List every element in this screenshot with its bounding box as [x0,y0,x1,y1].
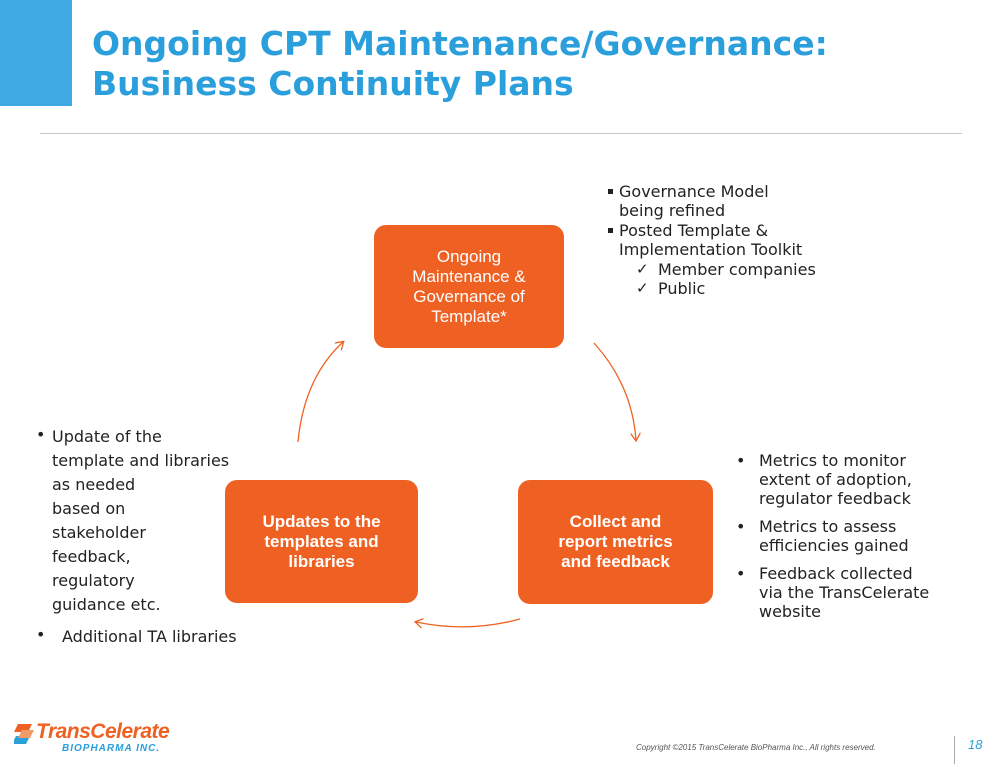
note-line: Governance Model [619,182,769,201]
note-line: via the TransCelerate [759,583,930,602]
governance-notes: Governance Model being refined Posted Te… [606,182,816,298]
slide-title: Ongoing CPT Maintenance/Governance: Busi… [92,24,972,104]
note-line: efficiencies gained [759,536,909,555]
metrics-note-item: Feedback collected via the TransCelerate… [736,564,986,621]
note-line: Feedback collected [759,564,913,583]
note-line: Member companies [658,260,816,279]
updates-note-item: Additional TA libraries [36,625,296,649]
note-line: feedback, [52,547,131,566]
updates-note-item: Update of the template and libraries as … [36,425,296,617]
note-line: Update of the [52,427,162,446]
governance-note-item: Governance Model being refined [606,182,816,220]
cycle-box-collect-metrics: Collect and report metrics and feedback [518,480,713,604]
metrics-notes: Metrics to monitor extent of adoption, r… [736,451,986,630]
note-line: Metrics to monitor [759,451,906,470]
note-line: being refined [619,201,726,220]
governance-note-item: Posted Template & Implementation Toolkit [606,221,816,259]
title-accent-bar [0,0,72,106]
footer-divider [954,736,955,764]
updates-notes: Update of the template and libraries as … [36,425,296,649]
title-divider [40,133,962,134]
note-line: stakeholder [52,523,146,542]
checkmark-item: Public [606,279,816,298]
transcelerate-logo-icon [14,724,34,744]
note-line: Metrics to assess [759,517,897,536]
slide-title-line-1: Ongoing CPT Maintenance/Governance: [92,24,828,63]
cycle-box-metrics-label: Collect and report metrics and feedback [558,512,673,571]
metrics-note-item: Metrics to monitor extent of adoption, r… [736,451,986,508]
arrow-right-to-left [416,619,521,627]
cycle-box-maintenance-governance: Ongoing Maintenance & Governance of Temp… [374,225,564,348]
note-line: based on [52,499,126,518]
note-line: regulatory [52,571,135,590]
copyright-notice: Copyright ©2015 TransCelerate BioPharma … [636,743,876,752]
page-number: 18 [968,737,983,752]
cycle-box-maintenance-label: Ongoing Maintenance & Governance of Temp… [412,246,526,326]
note-line: as needed [52,475,136,494]
note-line: Additional TA libraries [62,627,237,646]
note-line: Posted Template & [619,221,769,240]
arrow-left-to-top [297,342,343,443]
note-line: website [759,602,821,621]
checkmark-item: Member companies [606,260,816,279]
logo-subtitle: BIOPHARMA INC. [62,743,161,754]
logo-wordmark: TransCelerate [36,720,170,743]
note-line: template and libraries [52,451,230,470]
note-line: regulator feedback [759,489,911,508]
note-line: extent of adoption, [759,470,912,489]
note-line: Public [658,279,706,298]
arrow-top-to-right [593,342,636,440]
metrics-note-item: Metrics to assess efficiencies gained [736,517,986,555]
note-line: Implementation Toolkit [619,240,803,259]
note-line: guidance etc. [52,595,161,614]
slide-title-line-2: Business Continuity Plans [92,64,574,103]
